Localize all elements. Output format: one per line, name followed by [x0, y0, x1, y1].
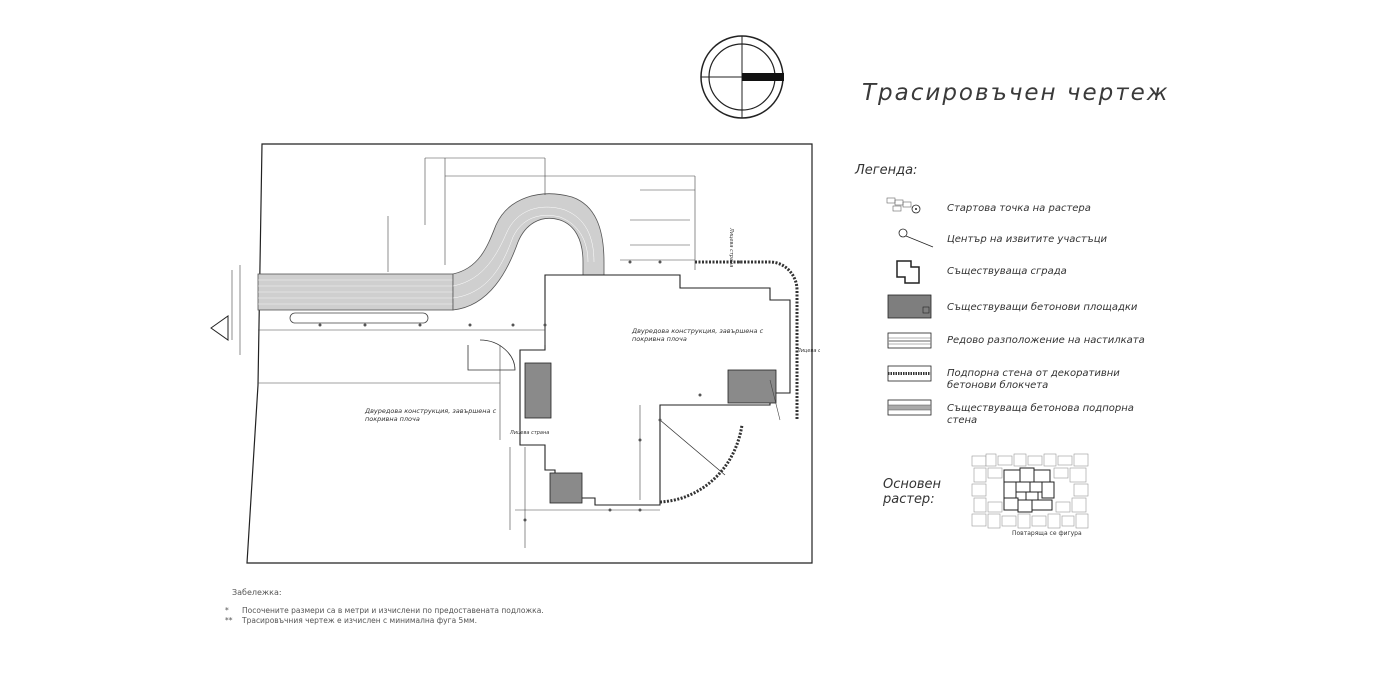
- note-line: **Трасировъчния чертеж е изчислен с мини…: [225, 616, 478, 625]
- facade-label-right: Лицева страна: [796, 348, 820, 354]
- legend-label-curve-center: Център на извитите участъци: [947, 234, 1108, 245]
- entry-arrow-icon: [210, 315, 229, 341]
- existing-building-outline: [519, 274, 791, 506]
- concrete-pad: [549, 472, 583, 504]
- legend-title: Легенда:: [855, 163, 918, 178]
- start-point-icon: [886, 197, 921, 214]
- legend-label-existing-building: Съществуваща сграда: [947, 266, 1067, 277]
- facade-label-top: Лицева страна: [728, 227, 734, 267]
- concrete-pad: [727, 369, 777, 404]
- retaining-wall: [695, 260, 799, 420]
- paving-layout-icon: [887, 332, 932, 349]
- concrete-area-icon: [887, 294, 932, 319]
- raster-caption: Повтаряща се фигура: [1012, 530, 1082, 537]
- curved-paved-path: [452, 193, 605, 311]
- drawing-title: Трасировъчен чертеж: [862, 80, 1170, 106]
- legend-label-existing-retaining-wall: Съществуваща бетонова подпорна стена: [947, 403, 1134, 426]
- facade-label-bottom: Лицева страна: [509, 430, 549, 436]
- concrete-pad: [524, 362, 552, 419]
- existing-retaining-wall-icon: [887, 399, 932, 416]
- retaining-wall-blocks-icon: [887, 365, 932, 382]
- raster-label: Основен растер:: [883, 477, 941, 507]
- north-arrow-icon: [700, 35, 784, 119]
- site-plan: Лицева страна Лицева страна Лицева стран…: [210, 143, 820, 564]
- legend-label-paving-layout: Редово разположение на настилката: [947, 335, 1145, 346]
- site-boundary: [246, 143, 813, 564]
- legend-label-concrete-area: Съществуващи бетонови площадки: [947, 302, 1138, 313]
- raster-pattern: [971, 453, 1089, 529]
- curve-center-icon: [898, 228, 934, 248]
- legend-label-start-point: Стартова точка на растера: [947, 203, 1091, 214]
- plan-label-lower: Двуредова конструкция, завършена с покри…: [365, 407, 497, 423]
- notes-heading: Забележка:: [232, 588, 282, 597]
- plan-label-upper: Двуредова конструкция, завършена с покри…: [632, 327, 764, 343]
- note-line: *Посочените размери са в метри и изчисле…: [225, 606, 544, 615]
- legend-label-retaining-wall-blocks: Подпорна стена от декоративни бетонови б…: [947, 368, 1120, 391]
- existing-building-icon: [896, 260, 920, 284]
